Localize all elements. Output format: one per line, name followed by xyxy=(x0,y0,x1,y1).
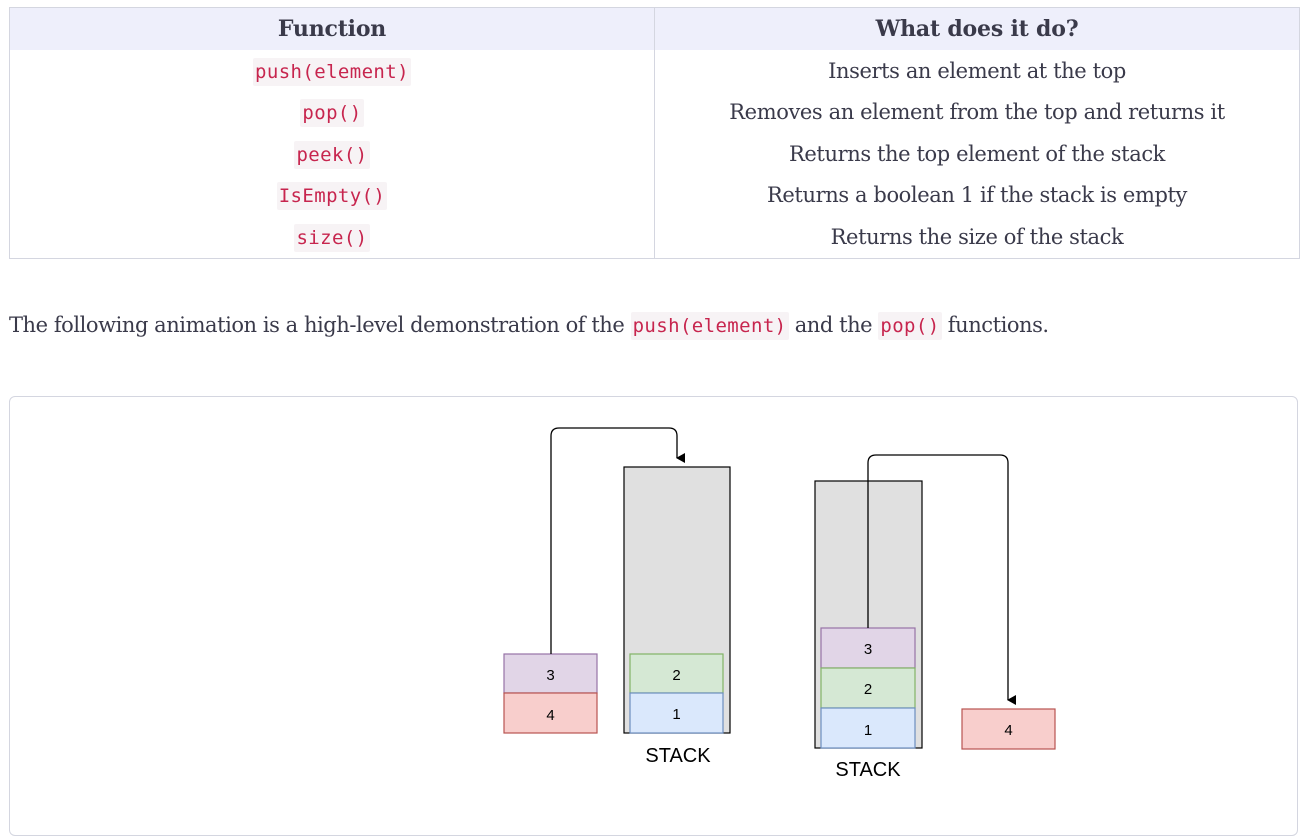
block-label: 2 xyxy=(672,667,680,684)
description-cell: Returns the top element of the stack xyxy=(788,141,1166,166)
function-code: pop() xyxy=(300,99,364,128)
block-label: 3 xyxy=(546,667,554,684)
function-cell: IsEmpty() xyxy=(9,174,655,216)
push-arrow xyxy=(550,427,685,654)
description-cell: Inserts an element at the top xyxy=(828,58,1126,83)
paragraph-text-middle: and the xyxy=(788,313,879,337)
intro-paragraph: The following animation is a high-level … xyxy=(9,312,1049,340)
function-code: size() xyxy=(294,223,370,252)
animation-frame: 2 1 3 4 STACK 3 2 1 xyxy=(9,396,1298,836)
function-cell: peek() xyxy=(9,133,655,175)
push-code: push(element) xyxy=(630,312,789,340)
table-row: peek() Returns the top element of the st… xyxy=(9,133,1300,175)
function-code: push(element) xyxy=(253,57,411,86)
left-waiting-block: 4 xyxy=(503,692,598,734)
block-label: 1 xyxy=(864,722,872,739)
table-header-row: Function What does it do? xyxy=(9,7,1300,50)
right-stack-block: 3 xyxy=(820,627,916,669)
table-row: push(element) Inserts an element at the … xyxy=(9,50,1300,92)
pop-code: pop() xyxy=(878,312,942,340)
stack-diagram: 2 1 3 4 STACK 3 2 1 xyxy=(503,427,1056,781)
table-row: pop() Removes an element from the top an… xyxy=(9,91,1300,133)
description-cell: Removes an element from the top and retu… xyxy=(729,100,1225,125)
function-cell: size() xyxy=(9,216,655,258)
paragraph-text-before: The following animation is a high-level … xyxy=(9,313,631,337)
paragraph-text-after: functions. xyxy=(941,313,1049,337)
block-label: 1 xyxy=(672,706,680,723)
header-function: Function xyxy=(9,7,655,50)
function-cell: pop() xyxy=(9,91,655,133)
left-stack-block: 1 xyxy=(629,692,724,734)
popped-block: 4 xyxy=(961,708,1056,750)
right-stack-label: STACK xyxy=(835,759,901,781)
block-label: 4 xyxy=(1004,722,1012,739)
description-cell: Returns a boolean 1 if the stack is empt… xyxy=(766,183,1188,208)
block-label: 2 xyxy=(864,681,872,698)
description-cell: Returns the size of the stack xyxy=(830,224,1124,249)
block-label: 4 xyxy=(546,707,554,724)
left-waiting-block: 3 xyxy=(503,653,598,694)
functions-table: Function What does it do? push(element) … xyxy=(9,7,1300,259)
pop-arrow xyxy=(867,454,1016,705)
left-stack-label: STACK xyxy=(645,745,711,767)
right-stack-block: 2 xyxy=(820,667,916,709)
function-cell: push(element) xyxy=(9,50,655,92)
left-stack-block: 2 xyxy=(629,653,724,694)
block-label: 3 xyxy=(864,641,872,658)
function-code: peek() xyxy=(294,140,370,169)
header-description: What does it do? xyxy=(654,7,1300,50)
function-code: IsEmpty() xyxy=(276,182,388,211)
table-row: size() Returns the size of the stack xyxy=(9,216,1300,258)
right-stack-block: 1 xyxy=(820,707,916,749)
table-row: IsEmpty() Returns a boolean 1 if the sta… xyxy=(9,174,1300,216)
